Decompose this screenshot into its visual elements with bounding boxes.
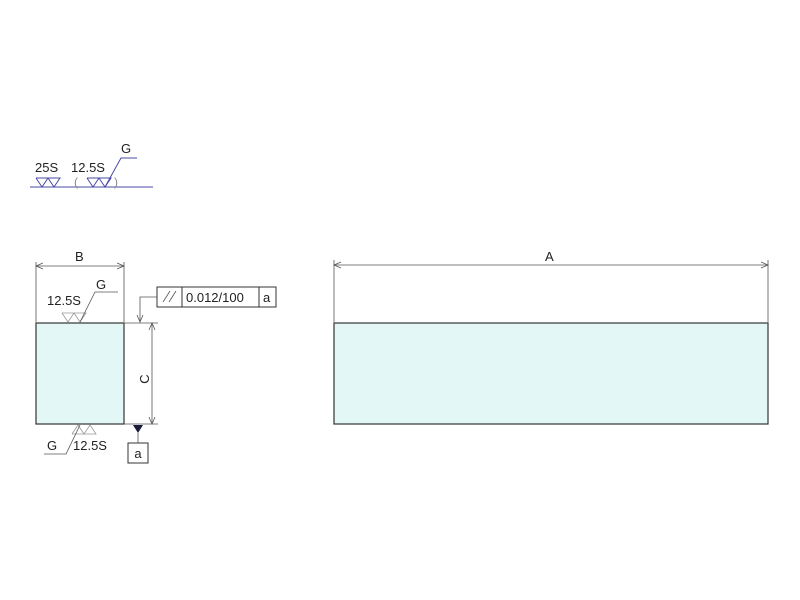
bottom-finish-value: 12.5S — [73, 438, 107, 453]
tolerance-datum: a — [263, 290, 271, 305]
side-view-body — [35, 322, 125, 425]
dimension-c-label: C — [137, 374, 152, 383]
arrow-left-icon — [34, 262, 44, 270]
double-triangle-icon — [71, 424, 97, 435]
double-triangle-icon — [35, 177, 61, 188]
arrow-left-icon — [332, 261, 342, 269]
top-grinding-mark: G — [96, 277, 106, 292]
arrow-up-icon — [148, 321, 156, 331]
front-view-body — [333, 322, 769, 425]
datum-letter: a — [134, 446, 142, 461]
dimension-b-label: B — [75, 249, 84, 264]
tolerance-leader — [139, 296, 157, 322]
legend-paren-close: ) — [114, 175, 118, 189]
tolerance-frame: 0.012/100 a — [136, 286, 277, 324]
front-view: A — [332, 249, 770, 425]
grinding-leader — [104, 157, 137, 188]
arrow-down-icon — [136, 314, 144, 324]
arrow-right-icon — [760, 261, 770, 269]
legend-left-value: 25S — [35, 160, 58, 175]
arrow-down-icon — [148, 416, 156, 426]
datum-feature: a — [127, 425, 149, 464]
parallelism-icon — [162, 290, 177, 303]
dimension-a-label: A — [545, 249, 554, 264]
tolerance-value: 0.012/100 — [186, 290, 244, 305]
side-view: B 12.5S G G 12.5S C — [34, 249, 158, 455]
top-finish-value: 12.5S — [47, 293, 81, 308]
legend-grinding-mark: G — [121, 141, 131, 156]
arrow-right-icon — [116, 262, 126, 270]
legend-paren-open: ( — [74, 175, 78, 189]
datum-box — [127, 442, 149, 464]
top-grinding-leader — [79, 291, 118, 323]
bottom-grinding-leader — [44, 424, 81, 455]
double-triangle-icon — [61, 312, 87, 323]
bottom-grinding-mark: G — [47, 438, 57, 453]
datum-triangle-icon — [133, 425, 143, 433]
surface-finish-legend: 25S 12.5S ( ) G — [30, 141, 153, 189]
legend-right-value: 12.5S — [71, 160, 105, 175]
